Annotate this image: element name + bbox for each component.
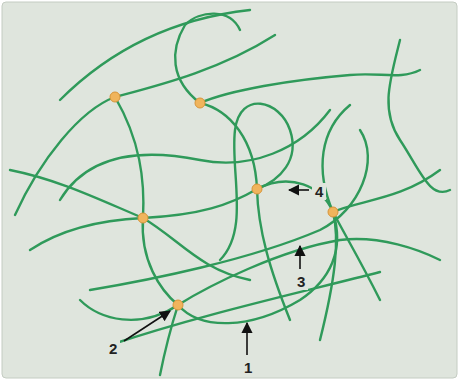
callout-number: 3: [294, 273, 308, 290]
polymer-chains: [10, 10, 450, 375]
leader-arrows: [124, 190, 309, 355]
callout-number: 1: [241, 359, 255, 376]
callout-number: 4: [312, 183, 326, 200]
callout-number: 2: [106, 340, 120, 357]
crosslink-points: [110, 92, 338, 310]
